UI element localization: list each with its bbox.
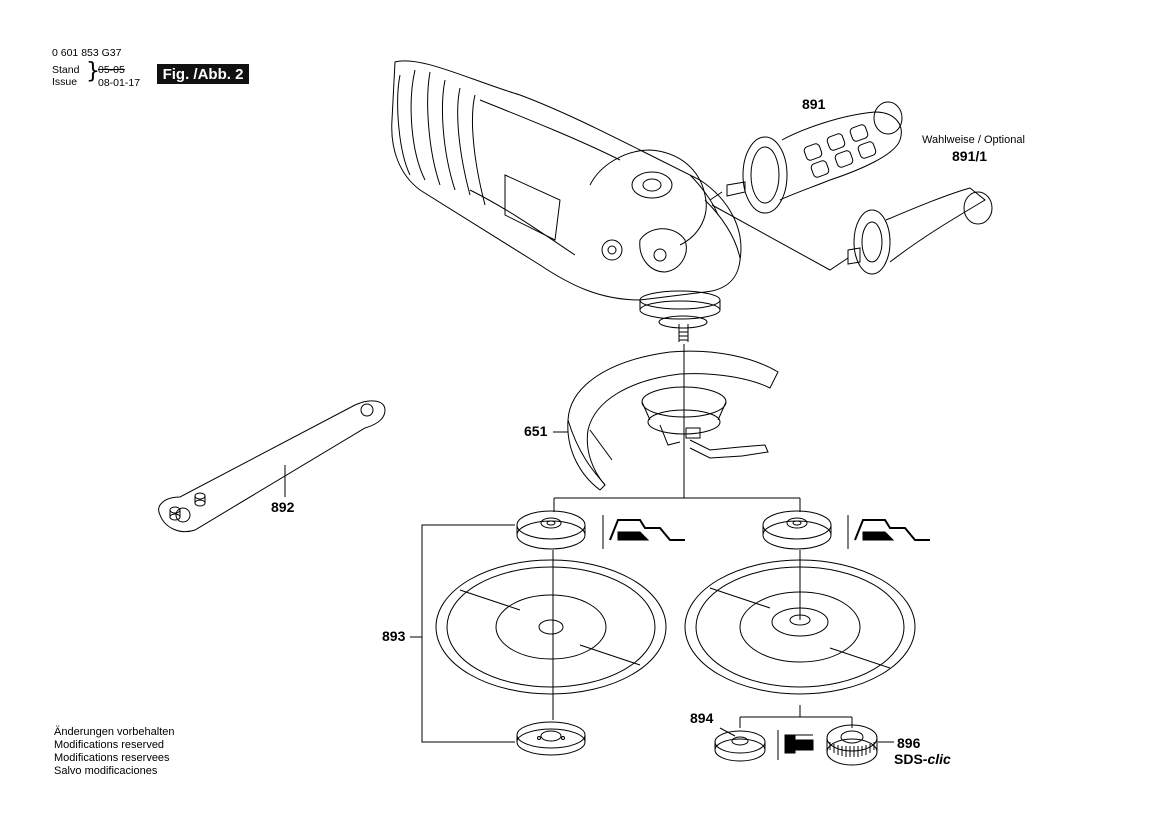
wheel-guard-651 [567, 350, 779, 491]
flange-profile-icon-right [847, 515, 930, 549]
flange-894 [714, 730, 766, 762]
part-label-891: 891 [802, 96, 826, 112]
stand-value: 05-05 [98, 64, 125, 76]
flange-top-right [762, 510, 832, 550]
angle-grinder-body [391, 60, 742, 342]
part-number: 0 601 853 G37 [52, 47, 122, 59]
part-label-894: 894 [690, 710, 714, 726]
part-label-651: 651 [524, 423, 548, 439]
issue-label: Issue [52, 76, 78, 88]
footer-note-es: Salvo modificaciones [54, 765, 158, 777]
auxiliary-handle-891-1 [847, 187, 993, 275]
brace-icon: } [86, 59, 100, 84]
spanner-wrench-892 [158, 400, 386, 533]
grinding-disc-left [435, 559, 667, 695]
sds-clic-label: SDS-clic [894, 752, 951, 766]
sds-clic-suffix: clic [927, 751, 951, 767]
part-label-891-1: 891/1 [952, 148, 988, 164]
footer-note-en: Modifications reserved [54, 739, 165, 751]
part-label-892: 892 [271, 499, 295, 515]
clamping-nut-896 [826, 724, 878, 766]
stand-label: Stand [52, 64, 80, 76]
flange-top-left [516, 510, 586, 550]
sds-prefix: SDS- [894, 751, 928, 767]
nut-profile-icon [777, 730, 814, 760]
flange-bottom-left [516, 721, 586, 756]
bracket-line [553, 495, 801, 512]
grinding-disc-right [684, 559, 916, 695]
footer-note-de: Änderungen vorbehalten [54, 726, 175, 738]
flange-profile-icon-left [602, 515, 685, 549]
optional-label: Wahlweise / Optional [922, 134, 1025, 146]
auxiliary-handle-891 [726, 101, 903, 214]
part-label-896: 896 [897, 735, 921, 751]
bracket-893 [410, 524, 515, 743]
part-label-893: 893 [382, 628, 406, 644]
footer-note-fr: Modifications reservees [54, 752, 170, 764]
figure-label: Fig. /Abb. 2 [157, 64, 249, 84]
bracket-894-896 [719, 705, 853, 737]
issue-value: 08-01-17 [98, 77, 141, 89]
leader-line-handles [709, 191, 849, 271]
